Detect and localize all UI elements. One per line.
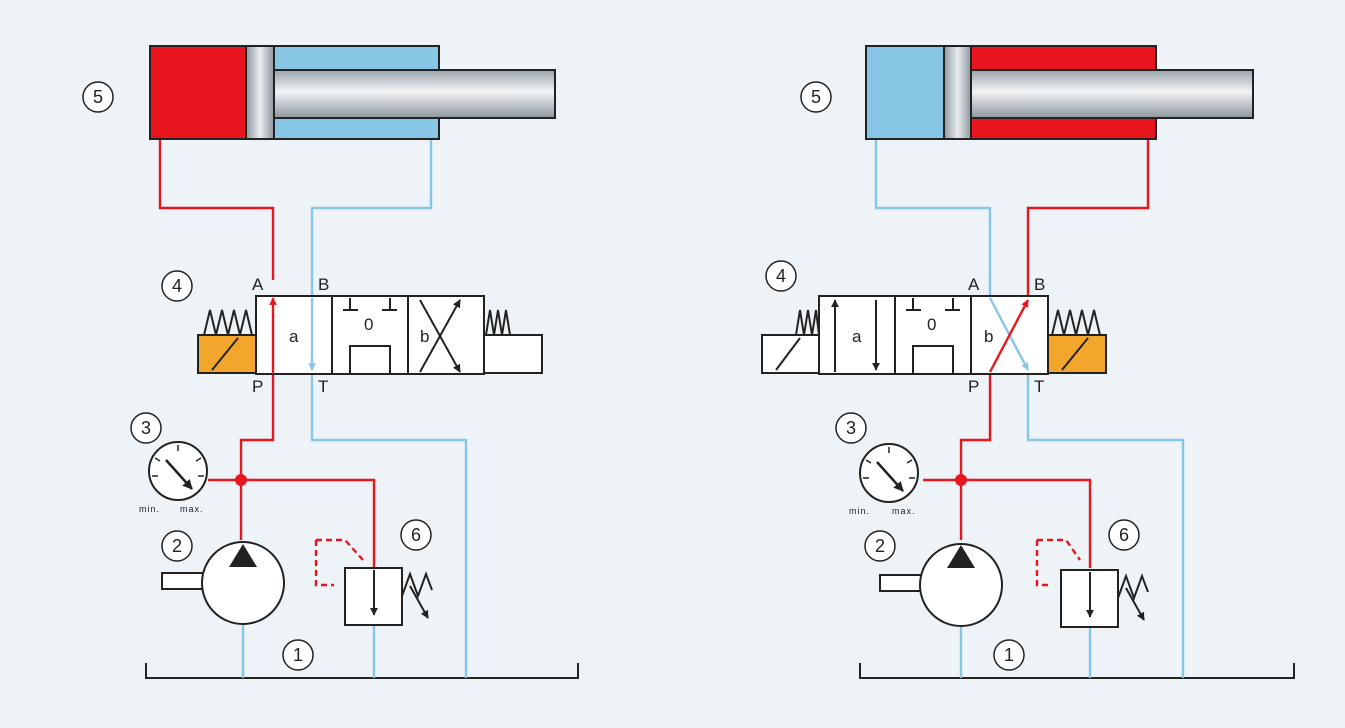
label-tank: 1: [293, 645, 303, 665]
pressure-gauge: [148, 441, 208, 501]
label-cylinder: 5: [93, 87, 103, 107]
label-valve: 4: [776, 266, 786, 286]
label-gauge: 3: [141, 418, 151, 438]
pressure-gauge: [859, 443, 919, 503]
label-cylinder: 5: [811, 87, 821, 107]
component-labels: 5 4 3 2 1 6 A B P T a 0 b min. max.: [765, 81, 1140, 671]
circuit-retract: 5 4 3 2 1 6 A B P T a 0 b min. max.: [761, 45, 1295, 679]
box-a-label: a: [852, 327, 862, 346]
circuit-extend: 5 4 3 2 1 6 A B P T a 0 b min. max.: [82, 45, 579, 679]
junction-dot: [955, 474, 967, 486]
cylinder: [149, 45, 556, 140]
port-p-label: P: [252, 377, 263, 396]
label-relief: 6: [411, 525, 421, 545]
label-relief: 6: [1119, 525, 1129, 545]
port-b-label: B: [318, 275, 329, 294]
gauge-min-label: min.: [139, 504, 160, 514]
gauge-max-label: max.: [892, 506, 916, 516]
relief-valve: [344, 567, 433, 626]
label-pump: 2: [172, 536, 182, 556]
label-pump: 2: [875, 536, 885, 556]
port-a-label: A: [968, 275, 980, 294]
port-t-label: T: [318, 377, 328, 396]
box-0-label: 0: [364, 315, 373, 334]
gauge-max-label: max.: [180, 504, 204, 514]
box-0-label: 0: [927, 315, 936, 334]
relief-valve: [1060, 569, 1149, 628]
cylinder: [865, 45, 1254, 140]
directional-valve: [197, 295, 543, 375]
port-a-label: A: [252, 275, 264, 294]
component-labels: 5 4 3 2 1 6 A B P T a 0 b min. max.: [82, 81, 432, 671]
pump: [879, 543, 1003, 627]
port-b-label: B: [1034, 275, 1045, 294]
return-lines: [241, 140, 468, 678]
box-a-label: a: [289, 327, 299, 346]
label-valve: 4: [172, 276, 182, 296]
pump: [161, 541, 285, 625]
directional-valve: [761, 295, 1107, 375]
port-t-label: T: [1034, 377, 1044, 396]
pressure-lines: [158, 140, 376, 587]
tank-reservoir: [859, 663, 1295, 679]
label-gauge: 3: [846, 418, 856, 438]
gauge-min-label: min.: [849, 506, 870, 516]
port-p-label: P: [968, 377, 979, 396]
pressure-lines: [923, 140, 1150, 587]
box-b-label: b: [420, 327, 429, 346]
junction-dot: [235, 474, 247, 486]
return-lines: [874, 140, 1185, 678]
tank-reservoir: [145, 663, 579, 679]
box-b-label: b: [984, 327, 993, 346]
label-tank: 1: [1004, 645, 1014, 665]
